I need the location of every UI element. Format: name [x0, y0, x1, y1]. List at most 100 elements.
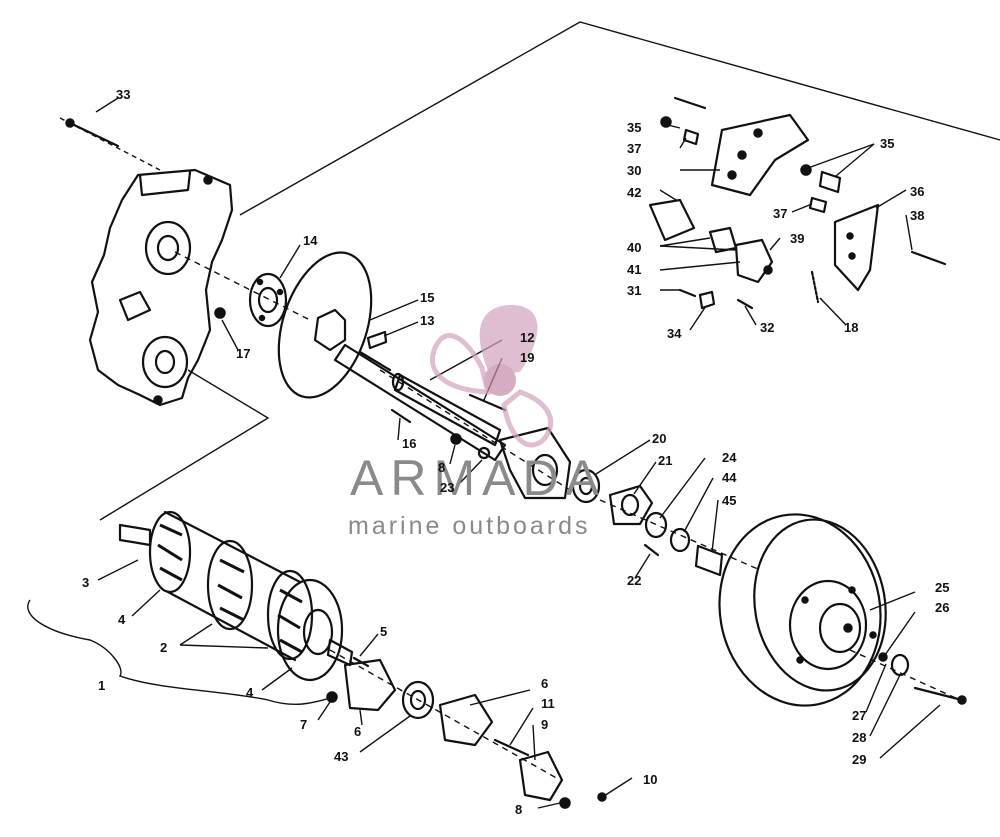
- callout-25: 25: [935, 580, 949, 595]
- callout-40: 40: [627, 240, 641, 255]
- callout-14: 14: [303, 233, 318, 248]
- callout-41: 41: [627, 262, 641, 277]
- callout-43: 43: [334, 749, 348, 764]
- bearing-20: [571, 468, 601, 504]
- callout-11: 11: [541, 696, 555, 711]
- bearing-flange-6b: [438, 693, 494, 747]
- bolt-16: [390, 408, 412, 424]
- callout-18: 18: [844, 320, 858, 335]
- callout-8: 8: [438, 460, 445, 475]
- callout-27: 27: [852, 708, 866, 723]
- end-cap-9: [518, 750, 564, 802]
- callout-42: 42: [627, 185, 641, 200]
- clip-34: [698, 290, 716, 310]
- callout-labels: 33 14 15 13 17 12 19 16 8 23 20 21 24 44…: [82, 87, 949, 817]
- pin-31: [678, 288, 697, 298]
- callout-37a: 37: [627, 141, 641, 156]
- callout-37b: 37: [773, 206, 787, 221]
- callout-34: 34: [667, 326, 682, 341]
- callout-10: 10: [643, 772, 657, 787]
- callout-26: 26: [935, 600, 949, 615]
- logo-propeller-hub: [484, 364, 516, 396]
- callout-22: 22: [627, 573, 641, 588]
- callout-24: 24: [722, 450, 737, 465]
- leader-lines: [27, 97, 941, 809]
- nut-8b: [559, 797, 571, 809]
- driven-pulley-25: [718, 513, 887, 707]
- assembly-lines: [59, 21, 1000, 781]
- bearing-43: [401, 680, 435, 720]
- callout-36: 36: [910, 184, 924, 199]
- spacer-37b: [808, 196, 828, 214]
- spring-18: [810, 270, 820, 304]
- callout-1: 1: [98, 678, 105, 693]
- logo-propeller-blade-right: [501, 389, 554, 448]
- nut-8: [450, 433, 462, 445]
- callout-39: 39: [790, 231, 804, 246]
- callout-13: 13: [420, 313, 434, 328]
- washer-28: [890, 653, 910, 677]
- bolt-10: [597, 792, 607, 802]
- logo-propeller-blade-top: [479, 305, 538, 375]
- flange-21: [608, 484, 654, 526]
- callout-9: 9: [541, 717, 548, 732]
- screw-22: [643, 543, 660, 557]
- spacer-37a: [682, 128, 700, 146]
- logo-propeller-blade-left: [430, 333, 492, 395]
- bolt-38: [910, 250, 947, 266]
- callout-16: 16: [402, 436, 416, 451]
- callout-2: 2: [160, 640, 167, 655]
- callout-3: 3: [82, 575, 89, 590]
- callout-5: 5: [380, 624, 387, 639]
- callout-35b: 35: [880, 136, 894, 151]
- callout-7: 7: [300, 717, 307, 732]
- callout-17: 17: [236, 346, 250, 361]
- callout-4b: 4: [246, 685, 254, 700]
- callout-4a: 4: [118, 612, 126, 627]
- nut-17: [214, 307, 226, 319]
- mount-bracket-30: [673, 96, 810, 197]
- callout-23: 23: [440, 480, 454, 495]
- callout-45: 45: [722, 493, 736, 508]
- brand-name: ARMADA: [350, 450, 606, 506]
- bracket-36: [833, 203, 880, 292]
- pin-11: [493, 738, 530, 757]
- bearing-flange-6a: [343, 658, 397, 712]
- callout-35a: 35: [627, 120, 641, 135]
- callout-33: 33: [116, 87, 130, 102]
- callout-12: 12: [520, 330, 534, 345]
- caliper-assembly: [648, 198, 774, 284]
- callout-15: 15: [420, 290, 434, 305]
- sleeve-12: [391, 372, 502, 447]
- callout-31: 31: [627, 283, 641, 298]
- driveshaft: [333, 343, 507, 462]
- gear-case-housing: [88, 168, 234, 407]
- flange-bearing-14: [248, 272, 288, 328]
- pin-32: [736, 298, 754, 310]
- spacer-45: [694, 544, 724, 577]
- callout-28: 28: [852, 730, 866, 745]
- brand-logo: [430, 305, 554, 448]
- callout-6a: 6: [354, 724, 361, 739]
- washer-23: [477, 446, 491, 460]
- spacer-35c: [818, 170, 842, 194]
- callout-30: 30: [627, 163, 641, 178]
- nut-35b: [800, 164, 812, 176]
- callout-8b: 8: [515, 802, 522, 817]
- callout-19: 19: [520, 350, 534, 365]
- bolt-33: [65, 118, 120, 148]
- callout-38: 38: [910, 208, 924, 223]
- drive-sprocket-assembly: [118, 510, 354, 682]
- keyway-19: [468, 393, 507, 412]
- callout-21: 21: [658, 453, 672, 468]
- callout-6b: 6: [541, 676, 548, 691]
- key-13: [366, 330, 388, 350]
- callout-32: 32: [760, 320, 774, 335]
- callout-29: 29: [852, 752, 866, 767]
- callout-20: 20: [652, 431, 666, 446]
- bolt-29: [913, 686, 964, 702]
- brake-disc-15: [277, 251, 373, 399]
- washer-24: [644, 511, 668, 539]
